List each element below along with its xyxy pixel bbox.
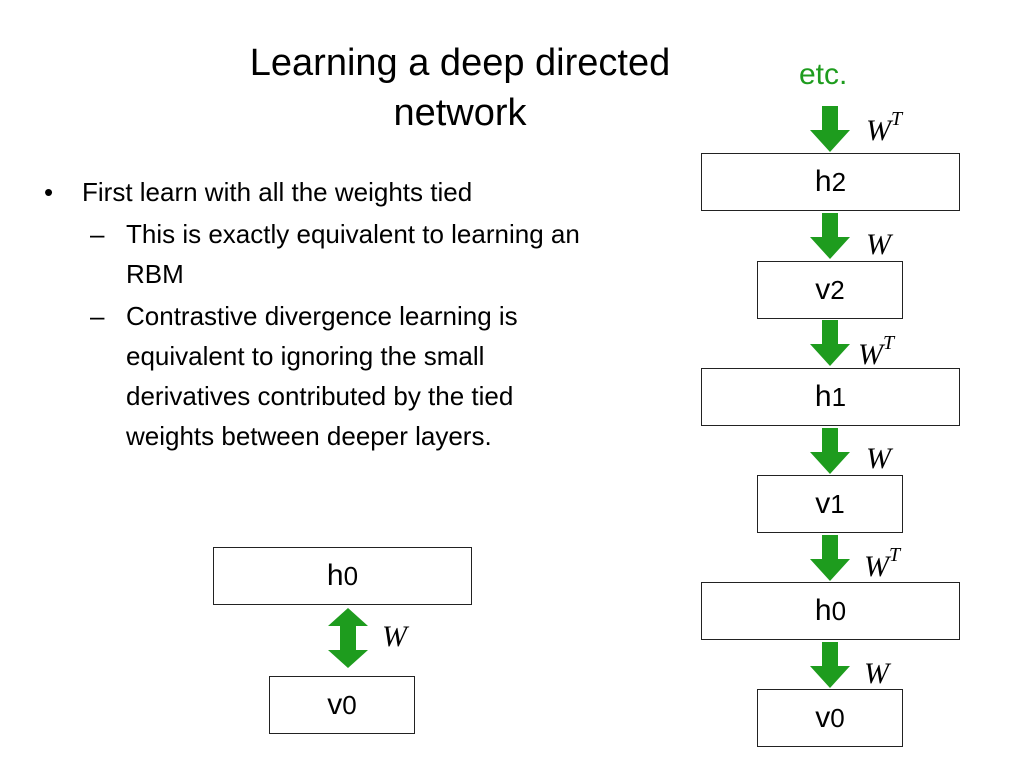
dash-icon: – — [90, 219, 105, 249]
layer-letter: h — [814, 165, 832, 198]
weight-symbol: W — [866, 442, 891, 475]
transpose-superscript: T — [883, 332, 895, 354]
weight-symbol: W — [864, 657, 889, 690]
down-arrow-icon — [810, 535, 850, 581]
down-arrow-icon — [810, 213, 850, 259]
layer-index: 0 — [342, 689, 357, 720]
dash-icon: – — [90, 301, 105, 331]
stack-weight-label: WT — [866, 108, 902, 146]
layer-index: 0 — [343, 560, 359, 591]
weight-symbol: W — [382, 620, 407, 653]
weight-symbol: W — [866, 228, 891, 261]
stack-weight-label: W — [866, 436, 891, 474]
layer-letter: h — [326, 559, 344, 592]
layer-letter: v — [327, 688, 343, 721]
down-arrow-icon — [810, 642, 850, 688]
stack-weight-label: WT — [864, 544, 900, 582]
stack-weight-label: WT — [858, 332, 894, 370]
bullet-dot-icon: • — [44, 177, 54, 207]
weight-symbol: W — [864, 550, 889, 583]
down-arrow-icon — [810, 320, 850, 366]
down-arrow-icon — [810, 106, 850, 152]
sub-bullet-list: – This is exactly equivalent to learning… — [44, 214, 644, 456]
transpose-superscript: T — [889, 544, 901, 566]
layer-index: 1 — [830, 488, 845, 519]
weight-symbol: W — [866, 114, 891, 147]
stack-weight-label: W — [866, 222, 891, 260]
sub-bullet-item: – Contrastive divergence learning is equ… — [44, 296, 626, 456]
layer-letter: v — [815, 273, 831, 306]
layer-index: 2 — [830, 274, 845, 305]
title-line-2: network — [393, 92, 527, 134]
sub-bullet-text: This is exactly equivalent to learning a… — [126, 219, 580, 289]
bullet-list: • First learn with all the weights tied … — [44, 172, 644, 458]
stack-weight-label: W — [864, 651, 889, 689]
rbm-weight-label: W — [382, 622, 407, 652]
layer-letter: h — [814, 380, 832, 413]
down-arrow-icon — [810, 428, 850, 474]
double-arrow-icon — [328, 608, 368, 668]
layer-index: 0 — [831, 595, 847, 626]
transpose-superscript: T — [891, 108, 903, 130]
sub-bullet-text: Contrastive divergence learning is equiv… — [126, 301, 518, 451]
layer-letter: h — [814, 594, 832, 627]
layer-index: 2 — [831, 166, 847, 197]
sub-bullet-item: – This is exactly equivalent to learning… — [44, 214, 626, 294]
layer-index: 0 — [830, 702, 845, 733]
slide-title: Learning a deep directed network — [190, 38, 730, 138]
etc-label: etc. — [799, 58, 848, 91]
layer-letter: v — [815, 701, 831, 734]
layer-letter: v — [815, 487, 831, 520]
weight-symbol: W — [858, 338, 883, 371]
bullet-item: • First learn with all the weights tied — [44, 172, 644, 212]
layer-index: 1 — [831, 381, 847, 412]
bullet-text: First learn with all the weights tied — [82, 177, 473, 207]
title-line-1: Learning a deep directed — [249, 42, 671, 84]
